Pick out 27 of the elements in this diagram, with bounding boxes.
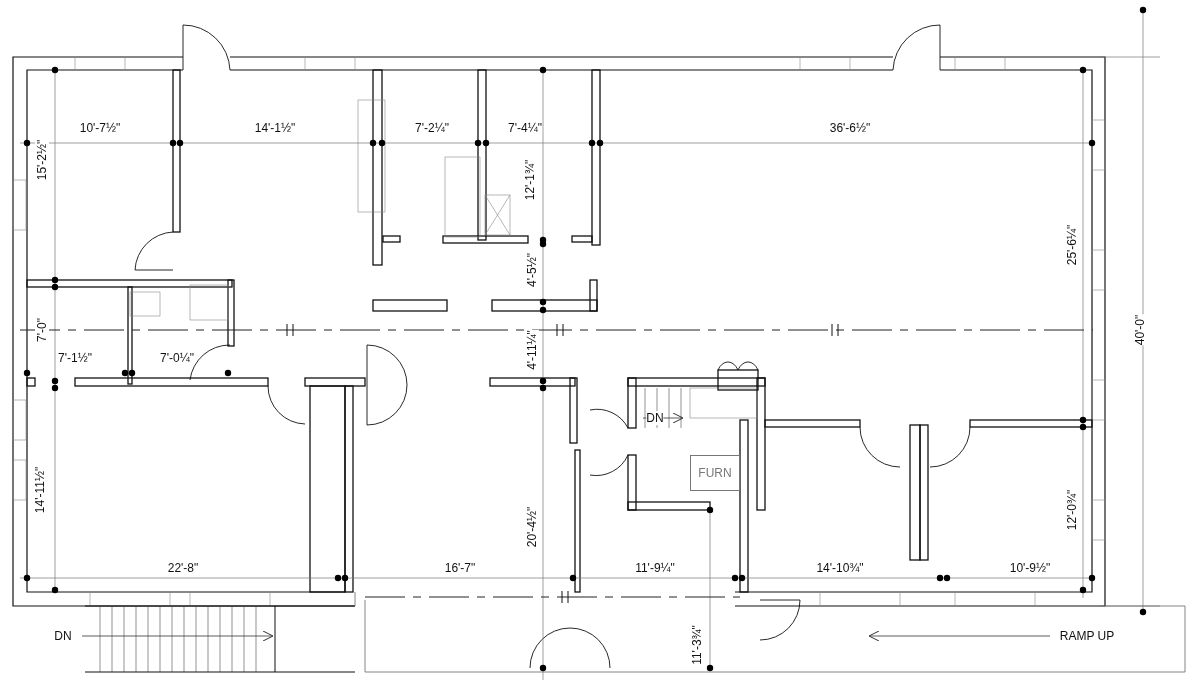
dimension-label: 10'-7½": [79, 121, 121, 135]
dimension-label: 4'-11¼": [525, 330, 539, 370]
dimension-label: 7'-0": [35, 318, 49, 342]
dimension-label: 12'-1¾": [523, 159, 537, 201]
dimension-label: 14'-10¾": [816, 561, 864, 575]
dimension-label: 4'-5½": [525, 253, 539, 287]
dimension-label: 10'-9½": [1009, 561, 1051, 575]
dimension-label: 12'-0¾": [1065, 489, 1079, 531]
dimension-label: 25'-6¼": [1065, 224, 1079, 266]
dimension-label: 40'-0": [1133, 314, 1147, 346]
dimension-label: 7'-2¼": [415, 121, 449, 135]
dimension-label: 36'-6½": [829, 121, 871, 135]
dimension-label: 16'-7": [444, 561, 476, 575]
dimension-label: 7'-1½": [58, 351, 92, 365]
dimension-label: 14'-1½": [254, 121, 296, 135]
dimension-label: 11'-3¾": [690, 625, 704, 665]
furnace-box: FURN: [690, 455, 740, 491]
direction-label: DN: [54, 629, 72, 643]
dimension-label: 14'-11½": [33, 466, 47, 514]
direction-label: RAMP UP: [1059, 629, 1115, 643]
dimension-label: 15'-2½": [35, 139, 49, 181]
dimension-label: 22'-8": [167, 561, 199, 575]
dimension-label: 20'-4½": [525, 506, 539, 548]
direction-label: DN: [646, 411, 664, 425]
dimension-label: 11'-9¼": [635, 561, 675, 575]
dimension-label: 7'-4¼": [508, 121, 542, 135]
dimension-label: 7'-0¼": [160, 351, 194, 365]
